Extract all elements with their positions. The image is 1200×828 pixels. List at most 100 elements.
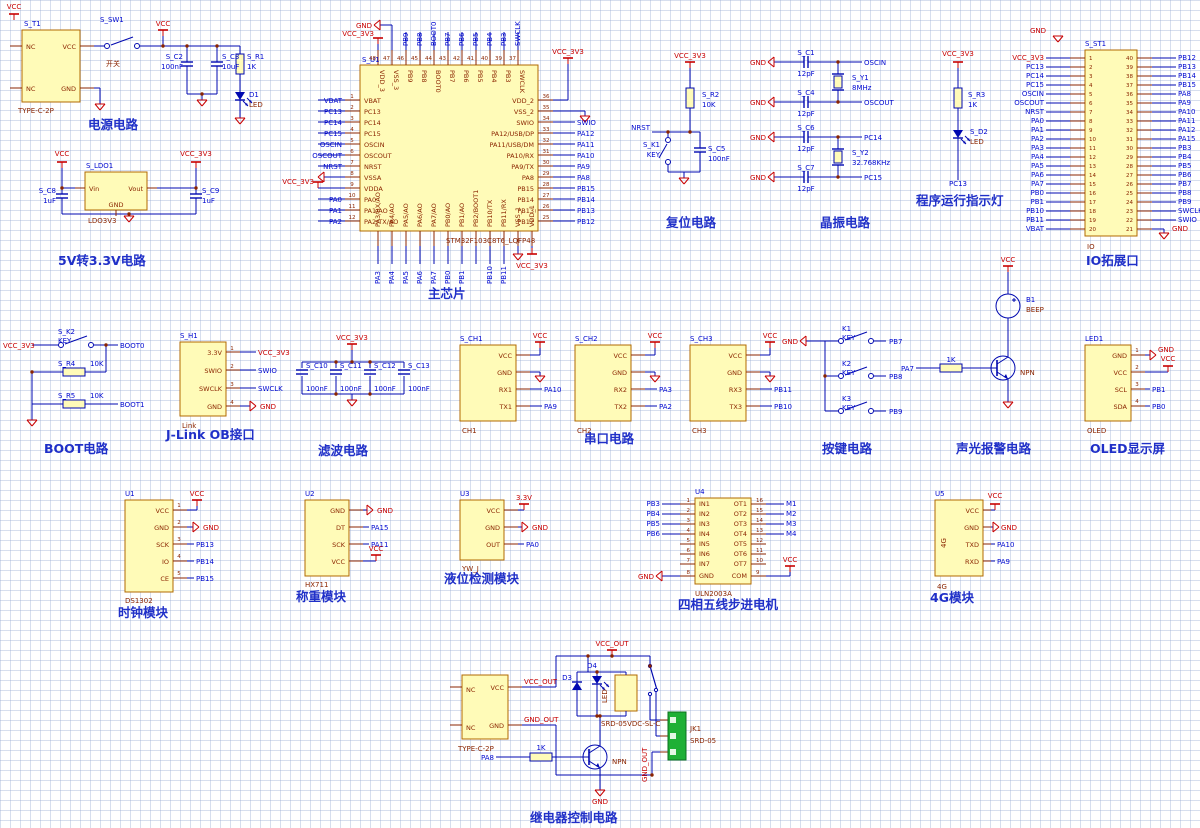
- net-label: VBAT: [1026, 225, 1045, 233]
- net-label: OSCOUT: [1014, 99, 1044, 107]
- net-label: PB13: [577, 207, 595, 215]
- net-label: PB3: [1178, 144, 1191, 152]
- ground-symbol: [767, 171, 775, 178]
- pin-number: 42: [453, 56, 460, 62]
- resistor-symbol: [953, 87, 963, 109]
- net-label: PB10: [486, 266, 494, 284]
- pin-number: 45: [411, 56, 418, 62]
- pin-name: IO: [162, 558, 169, 566]
- net-label: PB10: [1026, 207, 1044, 215]
- switch-symbol: [110, 36, 134, 46]
- designator: LED1: [1085, 335, 1103, 343]
- net-label: PB6: [458, 32, 466, 46]
- net-label: PA9: [544, 403, 557, 411]
- circuit-title: 四相五线步进电机: [678, 597, 779, 612]
- ground-symbol: [799, 340, 807, 347]
- designator: KEY: [647, 151, 661, 159]
- component-body: [21, 29, 81, 103]
- net-label: M1: [786, 500, 797, 508]
- ground-symbol: [767, 176, 775, 183]
- net-label: SWCLK: [514, 21, 522, 46]
- pin-number: 4: [230, 400, 234, 406]
- transistor-symbol: [596, 763, 600, 768]
- net-label: PB7: [1178, 180, 1191, 188]
- pin-number: 19: [1089, 218, 1096, 224]
- switch-symbol: [868, 408, 874, 414]
- pin-number: 11: [349, 204, 356, 210]
- pin-name: IN7: [699, 560, 710, 568]
- connector-pin-icon: [670, 749, 676, 755]
- net-label: PB13: [196, 541, 214, 549]
- pin-name: SCK: [156, 541, 170, 549]
- pin-name: PB5: [476, 70, 484, 83]
- net-label: PB9: [402, 33, 410, 46]
- pin-number: 47: [383, 56, 390, 62]
- pin-number: 23: [1126, 209, 1133, 215]
- pin-number: 17: [1089, 200, 1096, 206]
- ground-symbol: [366, 509, 374, 516]
- ground-symbol: [1163, 232, 1170, 240]
- circuit-title: 声光报警电路: [955, 441, 1032, 456]
- power-label: GND_OUT: [524, 716, 559, 724]
- net-label: PC13: [1026, 63, 1044, 71]
- designator: 100nF: [340, 385, 362, 393]
- pin-name: PA10/RX: [507, 152, 535, 160]
- net-label: SWCLK: [258, 385, 283, 393]
- ground-symbol: [249, 400, 257, 407]
- net-label: PB7: [444, 33, 452, 46]
- net-label: PA10: [544, 386, 561, 394]
- circuit-title: 电源电路: [88, 117, 139, 132]
- net-label: PB1: [458, 271, 466, 284]
- pin-number: 4: [177, 554, 181, 560]
- net-label: NRST: [323, 163, 343, 171]
- component-model: SRD-05VDC-SL-C: [601, 720, 660, 728]
- power-label: GND: [782, 338, 798, 346]
- component-model: CH3: [692, 427, 707, 435]
- ground-symbol: [366, 504, 374, 511]
- pin-number: 22: [1126, 218, 1133, 224]
- pin-name: IN6: [699, 550, 710, 558]
- power-label: GND: [638, 573, 654, 581]
- pin-name: OT7: [734, 560, 747, 568]
- component-model: STM32F103C8T6_LQFP48: [446, 237, 535, 245]
- pin-name: DT: [336, 524, 345, 532]
- circuit-title: 称重模块: [296, 589, 347, 604]
- pin-number: 4: [350, 127, 354, 133]
- ground-symbol: [767, 96, 775, 103]
- power-label: GND: [1158, 346, 1174, 354]
- pin-number: 31: [1126, 137, 1133, 143]
- connector-symbol: [667, 711, 687, 761]
- designator: 100nF: [161, 63, 183, 71]
- pin-name: RX3: [729, 386, 742, 394]
- ground-symbol: [655, 570, 663, 577]
- designator: S_R4: [58, 360, 76, 368]
- buzzer-symbol: [995, 293, 1021, 319]
- pin-number: 13: [756, 528, 763, 534]
- ground-symbol: [599, 789, 606, 797]
- power-label: GND: [532, 524, 548, 532]
- net-label: PA6: [416, 270, 424, 284]
- net-label: PA3: [374, 271, 382, 284]
- pin-name: GND: [61, 85, 76, 93]
- ground-symbol: [534, 375, 541, 383]
- designator: 1uF: [43, 197, 56, 205]
- pin-number: 1: [1089, 56, 1093, 62]
- led-arrow-icon: [249, 100, 252, 103]
- net-label: PA11: [577, 141, 594, 149]
- pin-number: 21: [1126, 227, 1133, 233]
- pin-name: PB4: [490, 70, 498, 83]
- pin-name: GND: [727, 369, 742, 377]
- pin-number: 1: [1135, 348, 1139, 354]
- ground-symbol: [1057, 35, 1064, 43]
- relay-contact-symbol: [647, 691, 653, 697]
- transistor-symbol: [1004, 374, 1008, 379]
- pin-name: VSS_1: [514, 207, 522, 227]
- pin-number: 35: [543, 105, 550, 111]
- pin-number: 2: [230, 364, 234, 370]
- pin-number: 8: [350, 171, 354, 177]
- pin-number: 35: [1126, 101, 1133, 107]
- net-label: PB4: [647, 510, 661, 518]
- net-label: PB0: [1031, 189, 1044, 197]
- net-label: PA10: [1178, 108, 1195, 116]
- pin-name: GND: [330, 507, 345, 515]
